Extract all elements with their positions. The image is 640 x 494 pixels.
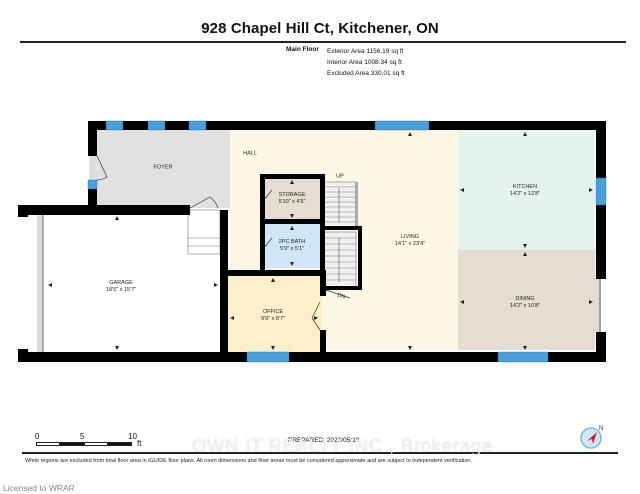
prepared-date: PREPARED: 2023/05/19 xyxy=(288,437,360,444)
windows xyxy=(87,120,607,363)
window-icon xyxy=(87,179,98,190)
scale-seg xyxy=(84,442,108,446)
exterior-area: Exterior Area 1156.19 sq ft xyxy=(327,48,404,55)
stairs-up-label: UP xyxy=(336,173,344,180)
page-title: 928 Chapel Hill Ct, Kitchener, ON xyxy=(201,20,439,37)
room-label-foyer: FOYER xyxy=(153,164,173,171)
scale-seg xyxy=(108,442,132,446)
compass-icon: N xyxy=(580,426,603,449)
stair-rail xyxy=(355,182,358,229)
floor-label: Main Floor xyxy=(286,46,319,53)
garage-door-strip xyxy=(37,214,43,352)
room-label-office: OFFICE 9'9" x 8'7" xyxy=(260,309,286,322)
dining-fill xyxy=(458,250,595,350)
window-icon xyxy=(188,120,207,131)
footer-rule xyxy=(22,452,618,454)
foyer-door-strip xyxy=(89,150,96,180)
room-label-bath: 2PC BATH 5'9" x 5'1" xyxy=(278,239,306,252)
foyer-fill xyxy=(96,130,230,208)
stairs xyxy=(322,181,357,288)
footer-note: White regions are excluded from total fl… xyxy=(25,458,472,464)
scale-seg xyxy=(36,442,60,446)
interior-area: Interior Area 1008.34 sq ft xyxy=(327,59,402,66)
scale-tick-0: 0 xyxy=(35,432,40,441)
watermark: OWN IT REALTY INC., Brokerage xyxy=(192,436,494,456)
door-swings xyxy=(42,155,601,352)
svg-text:N: N xyxy=(599,426,603,432)
room-label-storage: STORAGE 5'10" x 4'5" xyxy=(278,192,306,205)
room-label-hall: HALL xyxy=(243,150,257,157)
room-label-dining: DINING 14'2" x 10'8" xyxy=(509,296,541,309)
office-fill xyxy=(228,276,322,352)
dimension-arrows xyxy=(48,132,593,350)
window-icon xyxy=(374,120,430,131)
bath-fill xyxy=(264,224,321,268)
scale-tick-10: 10 xyxy=(128,432,137,441)
kitchen-fill xyxy=(458,130,595,250)
room-label-living: LIVING 14'1" x 23'4" xyxy=(394,234,426,247)
scale-tick-5: 5 xyxy=(80,432,85,441)
right-door-strip xyxy=(594,278,601,332)
window-icon xyxy=(147,120,166,131)
area-summary: Exterior Area 1156.19 sq ft Interior Are… xyxy=(327,46,405,79)
window-icon xyxy=(497,351,549,363)
licensed-text: Licensed to WRAR xyxy=(3,483,75,493)
excluded-area: Excluded Area 330.01 sq ft xyxy=(327,70,405,77)
scale-seg xyxy=(60,442,84,446)
scale-unit: ft xyxy=(137,439,142,448)
floor-plan xyxy=(18,120,607,363)
room-label-kitchen: KITCHEN 14'2" x 12'8" xyxy=(509,184,541,197)
garage-steps xyxy=(187,209,221,255)
room-label-garage: GARAGE 18'5" x 15'7" xyxy=(105,280,137,293)
window-icon xyxy=(105,120,124,131)
storage-fill xyxy=(264,178,321,220)
title-rule xyxy=(20,41,626,43)
window-icon xyxy=(595,177,607,206)
window-icon xyxy=(246,351,290,363)
